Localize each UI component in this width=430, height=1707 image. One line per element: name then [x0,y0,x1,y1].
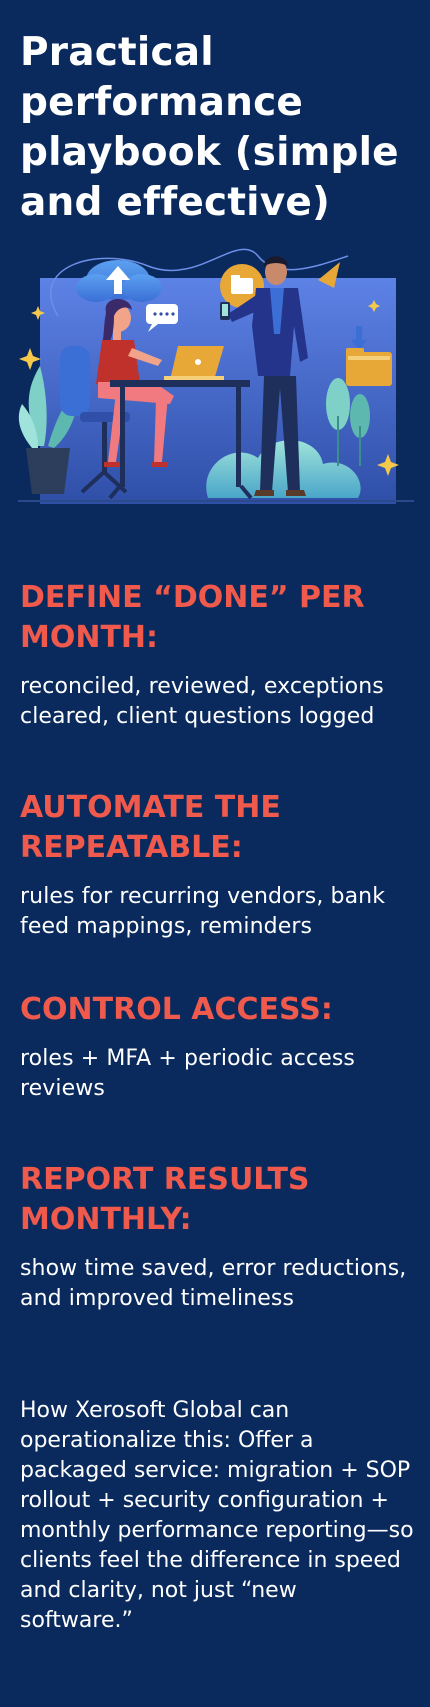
team-working-illustration [18,248,414,504]
paper-plane-icon [318,262,340,288]
closing-paragraph: How Xerosoft Global can operationalize t… [20,1398,414,1633]
section-heading: AUTOMATE THE REPEATABLE: [20,790,281,865]
section-body: show time saved, error reductions, and i… [20,1256,407,1311]
section-body: roles + MFA + periodic access reviews [20,1046,355,1101]
chat-bubble-icon [146,304,178,332]
upload-cloud-icon [76,260,162,302]
section-heading: DEFINE “DONE” PER MONTH: [20,580,365,655]
download-folder-icon [346,326,392,386]
sparkle-icon [368,300,380,312]
section-body: reconciled, reviewed, exceptions cleared… [20,674,384,729]
ground-line [18,500,414,502]
section-define-done: DEFINE “DONE” PER MONTH: reconciled, rev… [20,578,420,732]
section-automate: AUTOMATE THE REPEATABLE: rules for recur… [20,788,420,942]
folder-bubble-icon [220,264,264,308]
page-title: Practical performance playbook (simple a… [20,30,399,225]
desk [108,380,253,500]
sparkle-icon [31,306,45,320]
section-report-results: REPORT RESULTS MONTHLY: show time saved,… [20,1160,420,1314]
section-control-access: CONTROL ACCESS: roles + MFA + periodic a… [20,990,420,1104]
plant-right [326,378,370,466]
seated-woman-figure [96,298,174,467]
bush-shape [206,440,361,498]
laptop-icon [164,346,224,380]
standing-man-figure [220,256,308,496]
sparkle-icon [19,348,41,370]
section-heading: CONTROL ACCESS: [20,992,333,1027]
connector-line [50,248,349,317]
section-heading: REPORT RESULTS MONTHLY: [20,1162,310,1237]
sparkle-icon [377,454,399,476]
section-body: rules for recurring vendors, bank feed m… [20,884,386,939]
